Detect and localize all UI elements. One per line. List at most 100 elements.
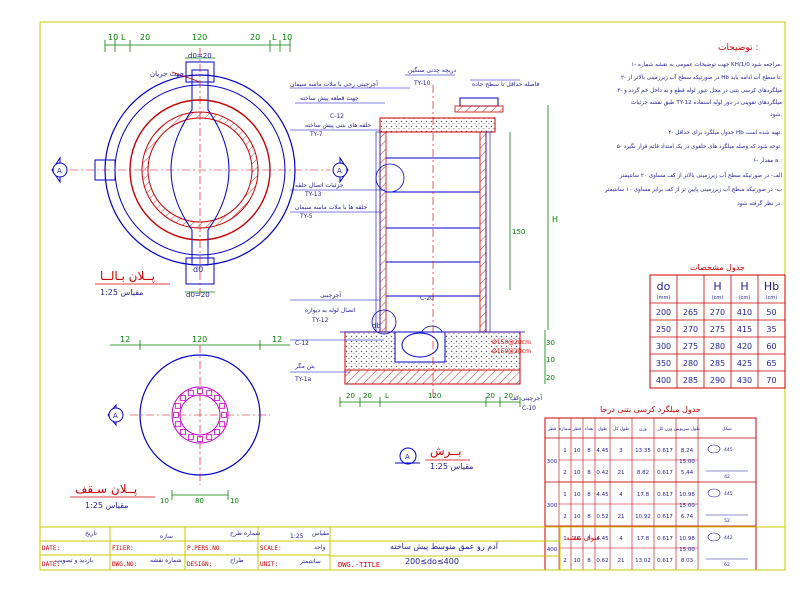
rebar-table-cell: 4.45 <box>596 448 609 454</box>
rebar-table-cell: 17.8 <box>637 492 650 498</box>
section-label-ty10: TY-10 <box>413 80 431 87</box>
tb-scale-label: SCALE: <box>260 545 282 552</box>
section-label-road-distance: فاصله حداقل تا سطح جاده <box>472 81 539 88</box>
plan-roof <box>107 340 290 500</box>
dimension-table-cell: 275 <box>683 342 698 351</box>
plan-top-dim-20b: 20 <box>250 33 260 42</box>
notes-line-3: ۳- میلگردهای کرسی بتنی در محل عبور لوله … <box>617 86 782 94</box>
section-dim-h: H <box>552 215 558 224</box>
rebar-shape-ring <box>707 444 721 454</box>
dimension-table-cell: 60 <box>766 342 776 351</box>
rebar-shape-label: 42 <box>724 474 730 480</box>
roof-ring-block <box>197 388 203 394</box>
plan-top-section-mark-right: A <box>337 167 342 175</box>
rebar-table-cell: 0.617 <box>657 536 673 542</box>
section-dim-120: 120 <box>428 392 441 400</box>
tb-fa-scale: مقیاس <box>312 530 329 537</box>
tb-date2-label: DATE: <box>42 561 60 568</box>
tb-fa-approve: بازدید و تصویب <box>55 557 93 564</box>
dimension-table-header: Hb <box>764 280 779 293</box>
rebar-table-cell: 13.35 <box>635 448 651 454</box>
plan-top-dim-120: 120 <box>192 33 207 42</box>
rebar-table-cell: 8 <box>587 558 591 564</box>
tb-dwgno-label: DWG.NO: <box>112 561 137 568</box>
section-dim-10: 10 <box>546 356 555 364</box>
section-pipe-label-2: Ø150@20cm <box>492 348 531 355</box>
rebar-table-cell: 8.82 <box>637 470 649 476</box>
tb-title-fa-label: عنوان نقشه <box>566 534 601 542</box>
notes-line-7: ۵- توجه شود که وصله میلگرد های حلقوی در … <box>617 142 782 150</box>
section-label-brickwork: آجرچینی <box>320 290 341 299</box>
rebar-table-cell: 8.24 <box>681 448 694 454</box>
dimension-table-cell: 270 <box>710 308 725 317</box>
rebar-table-length: 15.00 <box>679 459 695 465</box>
plan-roof-dim-120: 120 <box>192 335 207 344</box>
rebar-shape-label: 442 <box>724 535 733 541</box>
dimension-table-header: do <box>657 280 671 293</box>
notes-line-5: شود. <box>770 112 782 118</box>
section-label-c12-top: C-12 <box>330 113 344 120</box>
rebar-table-diameter: 300 <box>547 503 558 509</box>
section-dim-20c: 20 <box>486 392 495 400</box>
section-label-ring-mortar: حلقه ها با ملات ماسه سیمان <box>295 204 368 211</box>
rebar-table-header: قطر <box>547 427 556 432</box>
roof-ring-block <box>197 436 203 442</box>
rebar-table-cell: 10 <box>574 448 581 454</box>
tb-fa-drawer: شماره طرح <box>230 530 260 537</box>
section-label-floor-brick: آجرچینی کف <box>510 393 542 402</box>
section-label-ty13: TY-13 <box>304 191 322 198</box>
rebar-table-header: قطر <box>572 427 581 432</box>
dimension-table-cell: 300 <box>656 342 671 351</box>
tb-fa-date: تاریخ <box>85 530 97 537</box>
rebar-table-cell: 0.42 <box>596 470 608 476</box>
dimension-table-cell: 65 <box>766 359 776 368</box>
plan-top-dim-la: L <box>121 33 126 42</box>
dimension-table-subheader: (mm) <box>657 295 671 301</box>
rebar-table-cell: 8 <box>587 492 591 498</box>
tb-title-main: آدم رو عمق متوسط پیش ساخته <box>390 541 499 551</box>
roof-ring-block <box>214 429 220 435</box>
notes-line-10: ب- در صورتیکه سطح آب زیرزمینی پایین تر ا… <box>604 186 782 193</box>
plan-top-d0-bottom: d0=20 <box>186 291 210 299</box>
dimension-table-cell: 265 <box>683 308 698 317</box>
plan-top-dim-10b: 10 <box>282 33 292 42</box>
rebar-shape-label: 445 <box>724 491 733 497</box>
rebar-table-cell: 2 <box>563 470 567 476</box>
section-label-brick: آجرچینی رجی با ملات ماسه سیمان <box>290 79 378 88</box>
dimension-table-cell: 285 <box>683 376 698 385</box>
tb-dwg-title-label: DWG.-TITLE <box>338 561 380 569</box>
roof-ring-block <box>206 434 213 441</box>
roof-ring-block <box>174 421 181 428</box>
title-block <box>39 526 786 571</box>
rebar-table-cell: 0.617 <box>657 448 673 454</box>
rebar-table-cell: 10.92 <box>635 514 651 520</box>
roof-ring-block <box>219 402 226 409</box>
plan-top-title: پــلان بـالــا <box>100 269 155 283</box>
dimension-table-cell: 350 <box>656 359 671 368</box>
roof-ring-block <box>187 389 194 396</box>
dimension-table-cell: 70 <box>766 376 776 385</box>
plan-roof-dim-12a: 12 <box>120 335 130 344</box>
plan-roof-dim-12b: 12 <box>272 335 282 344</box>
rebar-table-cell: 21 <box>618 514 625 520</box>
section-dim-l: L <box>385 392 389 400</box>
dimension-table-cell: 420 <box>737 342 752 351</box>
section-label-db: db <box>372 322 381 330</box>
rebar-table-cell: 17.8 <box>637 536 650 542</box>
rebar-table-cell: 6.74 <box>681 514 694 520</box>
section-label-cover: دریچه چدنی سنگین <box>408 66 457 74</box>
plan-roof-dim-10a: 10 <box>160 497 169 505</box>
plan-top-dim-20a: 20 <box>140 33 150 42</box>
plan-top-d0-label: d0 <box>193 265 203 274</box>
tb-title-sub: 200≤do≤400 <box>405 557 459 566</box>
rebar-table-cell: 0.62 <box>596 558 608 564</box>
dimension-table-subheader: (cm) <box>739 295 751 301</box>
tb-fa-num: شماره نقشه <box>150 557 182 564</box>
rebar-table-cell: 1 <box>563 448 567 454</box>
dimension-table-cell: 275 <box>710 325 725 334</box>
rebar-table-cell: 0.52 <box>596 514 608 520</box>
rebar-table-diameter: 400 <box>547 547 558 553</box>
dimension-table-cell: 250 <box>656 325 671 334</box>
